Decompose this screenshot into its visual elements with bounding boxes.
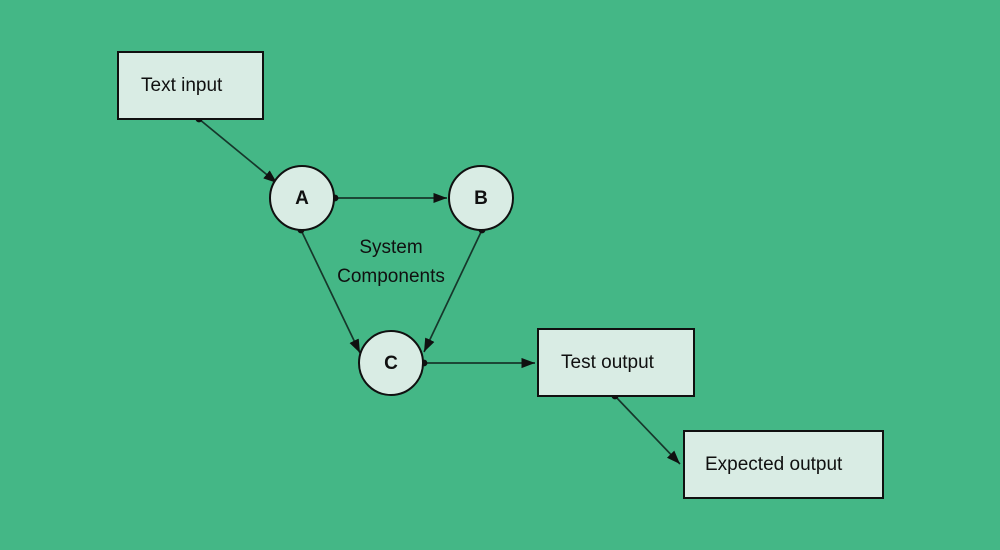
group-label-line-1: System	[359, 237, 422, 258]
node-a[interactable]: A	[269, 165, 335, 231]
edge-text-input-to-a	[195, 115, 278, 184]
node-c-shape[interactable]	[358, 330, 424, 396]
edge-text-input-to-a-line	[198, 118, 278, 184]
node-c-label: C	[384, 353, 398, 374]
edges-layer	[195, 115, 681, 465]
edge-b-to-c-line	[423, 229, 483, 353]
box-text-input-shape[interactable]	[117, 51, 264, 120]
box-test-output-shape[interactable]	[537, 328, 695, 397]
edge-c-to-test-output	[420, 357, 535, 369]
node-b-shape[interactable]	[448, 165, 514, 231]
box-test-output[interactable]: Test output	[537, 328, 695, 397]
group-label: System Components	[337, 237, 445, 287]
edge-a-to-c	[297, 226, 361, 354]
box-expected-output[interactable]: Expected output	[683, 430, 884, 499]
box-text-input[interactable]: Text input	[117, 51, 264, 120]
node-a-label: A	[295, 188, 309, 209]
node-a-shape[interactable]	[269, 165, 335, 231]
edge-a-to-b	[331, 192, 447, 204]
box-expected-output-shape[interactable]	[683, 430, 884, 499]
edge-test-output-to-expected-output-line	[614, 395, 681, 465]
box-expected-output-label: Expected output	[705, 454, 843, 475]
box-text-input-label: Text input	[141, 75, 223, 96]
node-b-label: B	[474, 188, 488, 209]
edge-test-output-to-expected-output	[611, 392, 681, 465]
edge-b-to-c	[423, 226, 486, 353]
box-test-output-label: Test output	[561, 352, 655, 373]
node-c[interactable]: C	[358, 330, 424, 396]
group-label-line-2: Components	[337, 266, 445, 287]
node-b[interactable]: B	[448, 165, 514, 231]
edge-a-to-c-line	[300, 229, 361, 354]
